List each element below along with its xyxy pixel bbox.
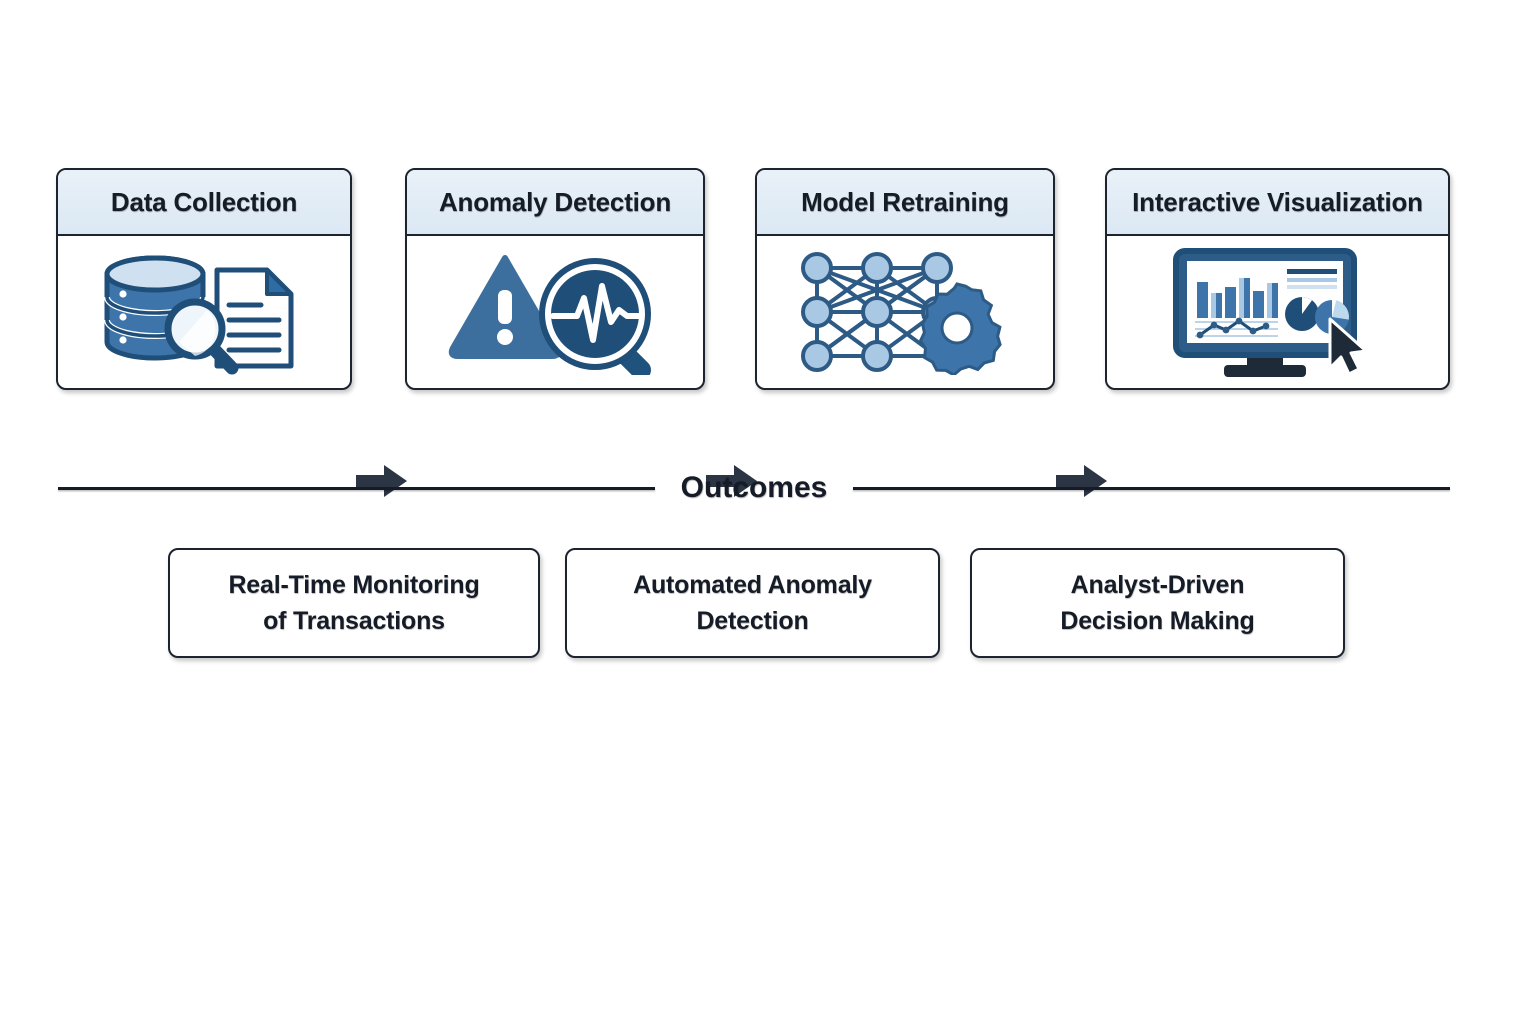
arrow-right-icon-2 <box>706 464 758 498</box>
outcome-box-real-time-monitoring[interactable]: Real-Time Monitoring of Transactions <box>168 548 540 658</box>
stage-card-data-collection[interactable]: Data Collection <box>56 168 352 390</box>
stage-header: Data Collection <box>58 170 350 236</box>
outcome-box-automated-anomaly-detection[interactable]: Automated Anomaly Detection <box>565 548 940 658</box>
outcome-label: Real-Time Monitoring of Transactions <box>228 570 480 635</box>
outcome-box-analyst-driven-decision-making[interactable]: Analyst-Driven Decision Making <box>970 548 1345 658</box>
dashboard-monitor-cursor-icon <box>1170 245 1385 380</box>
stage-card-anomaly-detection[interactable]: Anomaly Detection <box>405 168 705 390</box>
divider-line-left <box>58 486 655 490</box>
stage-title: Data Collection <box>110 186 298 217</box>
stage-title: Anomaly Detection <box>438 186 672 217</box>
stage-title: Model Retraining <box>801 186 1009 217</box>
outcomes-divider: Outcomes <box>58 462 1450 514</box>
outcomes-section-label: Outcomes <box>680 471 828 504</box>
stage-header: Anomaly Detection <box>407 170 703 236</box>
divider-line-right <box>853 486 1450 490</box>
pipeline-row: Data Collection <box>56 168 1456 497</box>
stage-body <box>58 236 350 388</box>
stage-title: Interactive Visualization <box>1132 186 1423 217</box>
stage-body <box>407 236 703 388</box>
outcomes-row: Real-Time Monitoring of Transactions Aut… <box>168 548 1348 658</box>
outcome-label: Analyst-Driven Decision Making <box>1060 570 1255 635</box>
stage-card-interactive-visualization[interactable]: Interactive Visualization <box>1105 168 1450 390</box>
warning-triangle-pulse-magnifier-icon <box>445 250 665 375</box>
neural-network-gear-icon <box>795 250 1015 375</box>
stage-header: Model Retraining <box>757 170 1053 236</box>
stage-header: Interactive Visualization <box>1107 170 1448 236</box>
outcome-label: Automated Anomaly Detection <box>633 570 872 635</box>
stage-body <box>1107 236 1448 388</box>
stage-card-model-retraining[interactable]: Model Retraining <box>755 168 1055 390</box>
database-document-magnifier-icon <box>89 250 319 375</box>
stage-body <box>757 236 1053 388</box>
